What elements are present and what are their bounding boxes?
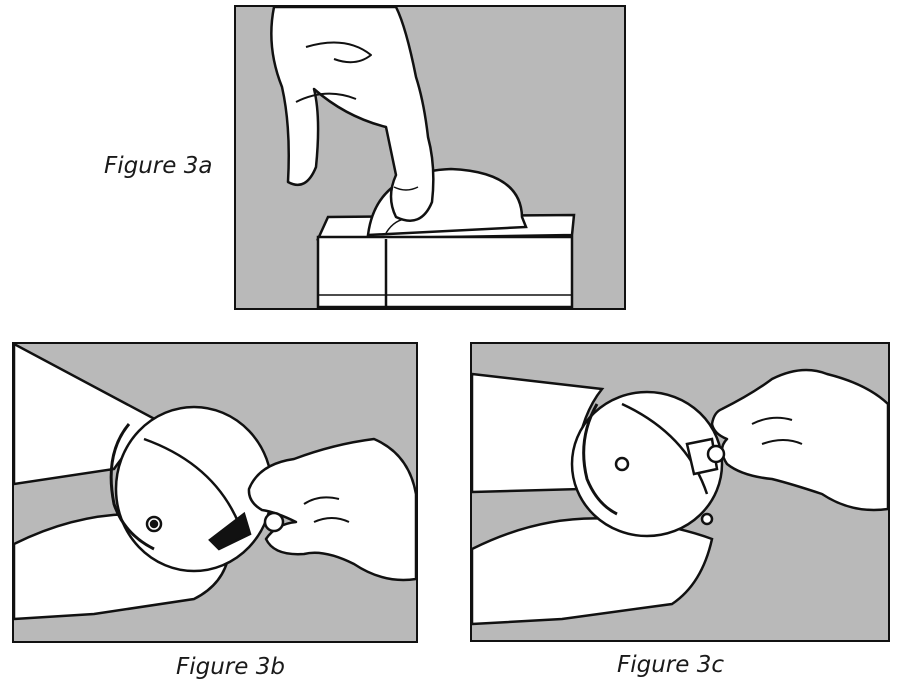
hand-pulling-tab [706, 368, 888, 512]
figure-3a-drawing [270, 7, 576, 308]
pressing-hand [270, 7, 435, 222]
figure-3a-illustration [234, 5, 626, 310]
arm-device-cuff [109, 405, 274, 573]
figure-3a-caption: Figure 3a [104, 153, 213, 179]
figure-3b-caption: Figure 3b [176, 654, 285, 680]
figure-3c-drawing [472, 368, 888, 626]
arm-lower [472, 517, 714, 626]
figure-3c-caption: Figure 3c [617, 652, 724, 678]
figure-3c-illustration [470, 342, 890, 642]
figure-3b-illustration [12, 342, 418, 643]
figure-3b-drawing [14, 344, 416, 621]
arm-device-cuff [570, 390, 724, 538]
hand-holding-cap [247, 437, 416, 582]
